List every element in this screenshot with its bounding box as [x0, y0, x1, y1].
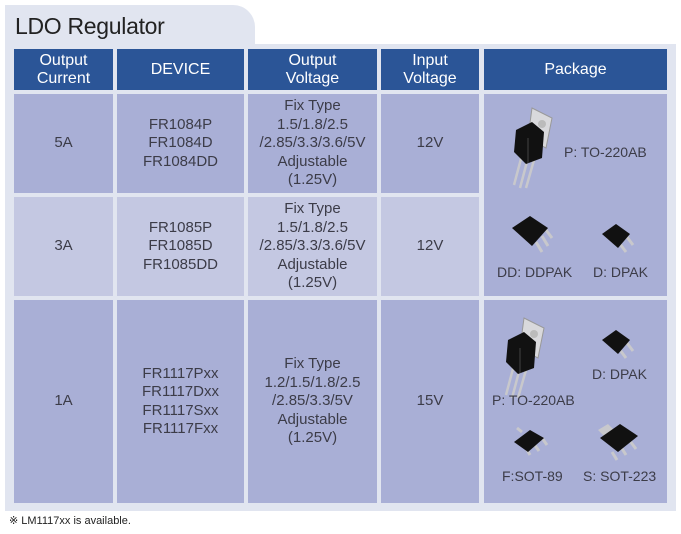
dpak-package-icon	[602, 224, 635, 253]
package-label-dpak: D: DPAK	[592, 366, 647, 382]
row-1a-devices: FR1117Pxx FR1117Dxx FR1117Sxx FR1117Fxx	[117, 300, 244, 503]
page-title: LDO Regulator	[15, 13, 165, 39]
row-1a-output-voltage: Fix Type 1.2/1.5/1.8/2.5 /2.85/3.3/5V Ad…	[248, 300, 377, 503]
row-1a-current: 1A	[14, 300, 113, 503]
header-device: DEVICE	[117, 49, 244, 90]
header-input-voltage: Input Voltage	[381, 49, 479, 90]
package-label-ddpak: DD: DDPAK	[497, 264, 573, 280]
dpak-package-icon	[602, 330, 635, 359]
row-3a-current: 3A	[14, 197, 113, 296]
row-3a-output-voltage: Fix Type 1.5/1.8/2.5 /2.85/3.3/3.6/5V Ad…	[248, 197, 377, 296]
to220-package-icon	[512, 107, 553, 189]
to220-package-icon	[504, 317, 545, 399]
package-label-dpak: D: DPAK	[593, 264, 648, 280]
row-5a-current: 5A	[14, 94, 113, 193]
package-label-sot89: F:SOT-89	[502, 468, 563, 484]
package-label-sot223: S: SOT-223	[583, 468, 657, 484]
sot89-package-icon	[514, 426, 549, 456]
header-output-voltage: Output Voltage	[248, 49, 377, 90]
row-1a-input-voltage: 15V	[381, 300, 479, 503]
header-package: Package	[484, 49, 667, 90]
package-cell-1a	[484, 300, 667, 503]
row-3a-devices: FR1085P FR1085D FR1085DD	[117, 197, 244, 296]
package-label-to220: P: TO-220AB	[564, 144, 647, 160]
sot223-package-icon	[598, 424, 638, 461]
row-3a-input-voltage: 12V	[381, 197, 479, 296]
row-5a-output-voltage: Fix Type 1.5/1.8/2.5 /2.85/3.3/3.6/5V Ad…	[248, 94, 377, 193]
ddpak-package-icon	[512, 216, 554, 253]
header-output-current: Output Current	[14, 49, 113, 90]
footnote: ※ LM1117xx is available.	[9, 515, 131, 527]
package-label-to220: P: TO-220AB	[492, 392, 575, 408]
package-cell-5a-3a	[484, 94, 667, 296]
row-5a-devices: FR1084P FR1084D FR1084DD	[117, 94, 244, 193]
row-5a-input-voltage: 12V	[381, 94, 479, 193]
